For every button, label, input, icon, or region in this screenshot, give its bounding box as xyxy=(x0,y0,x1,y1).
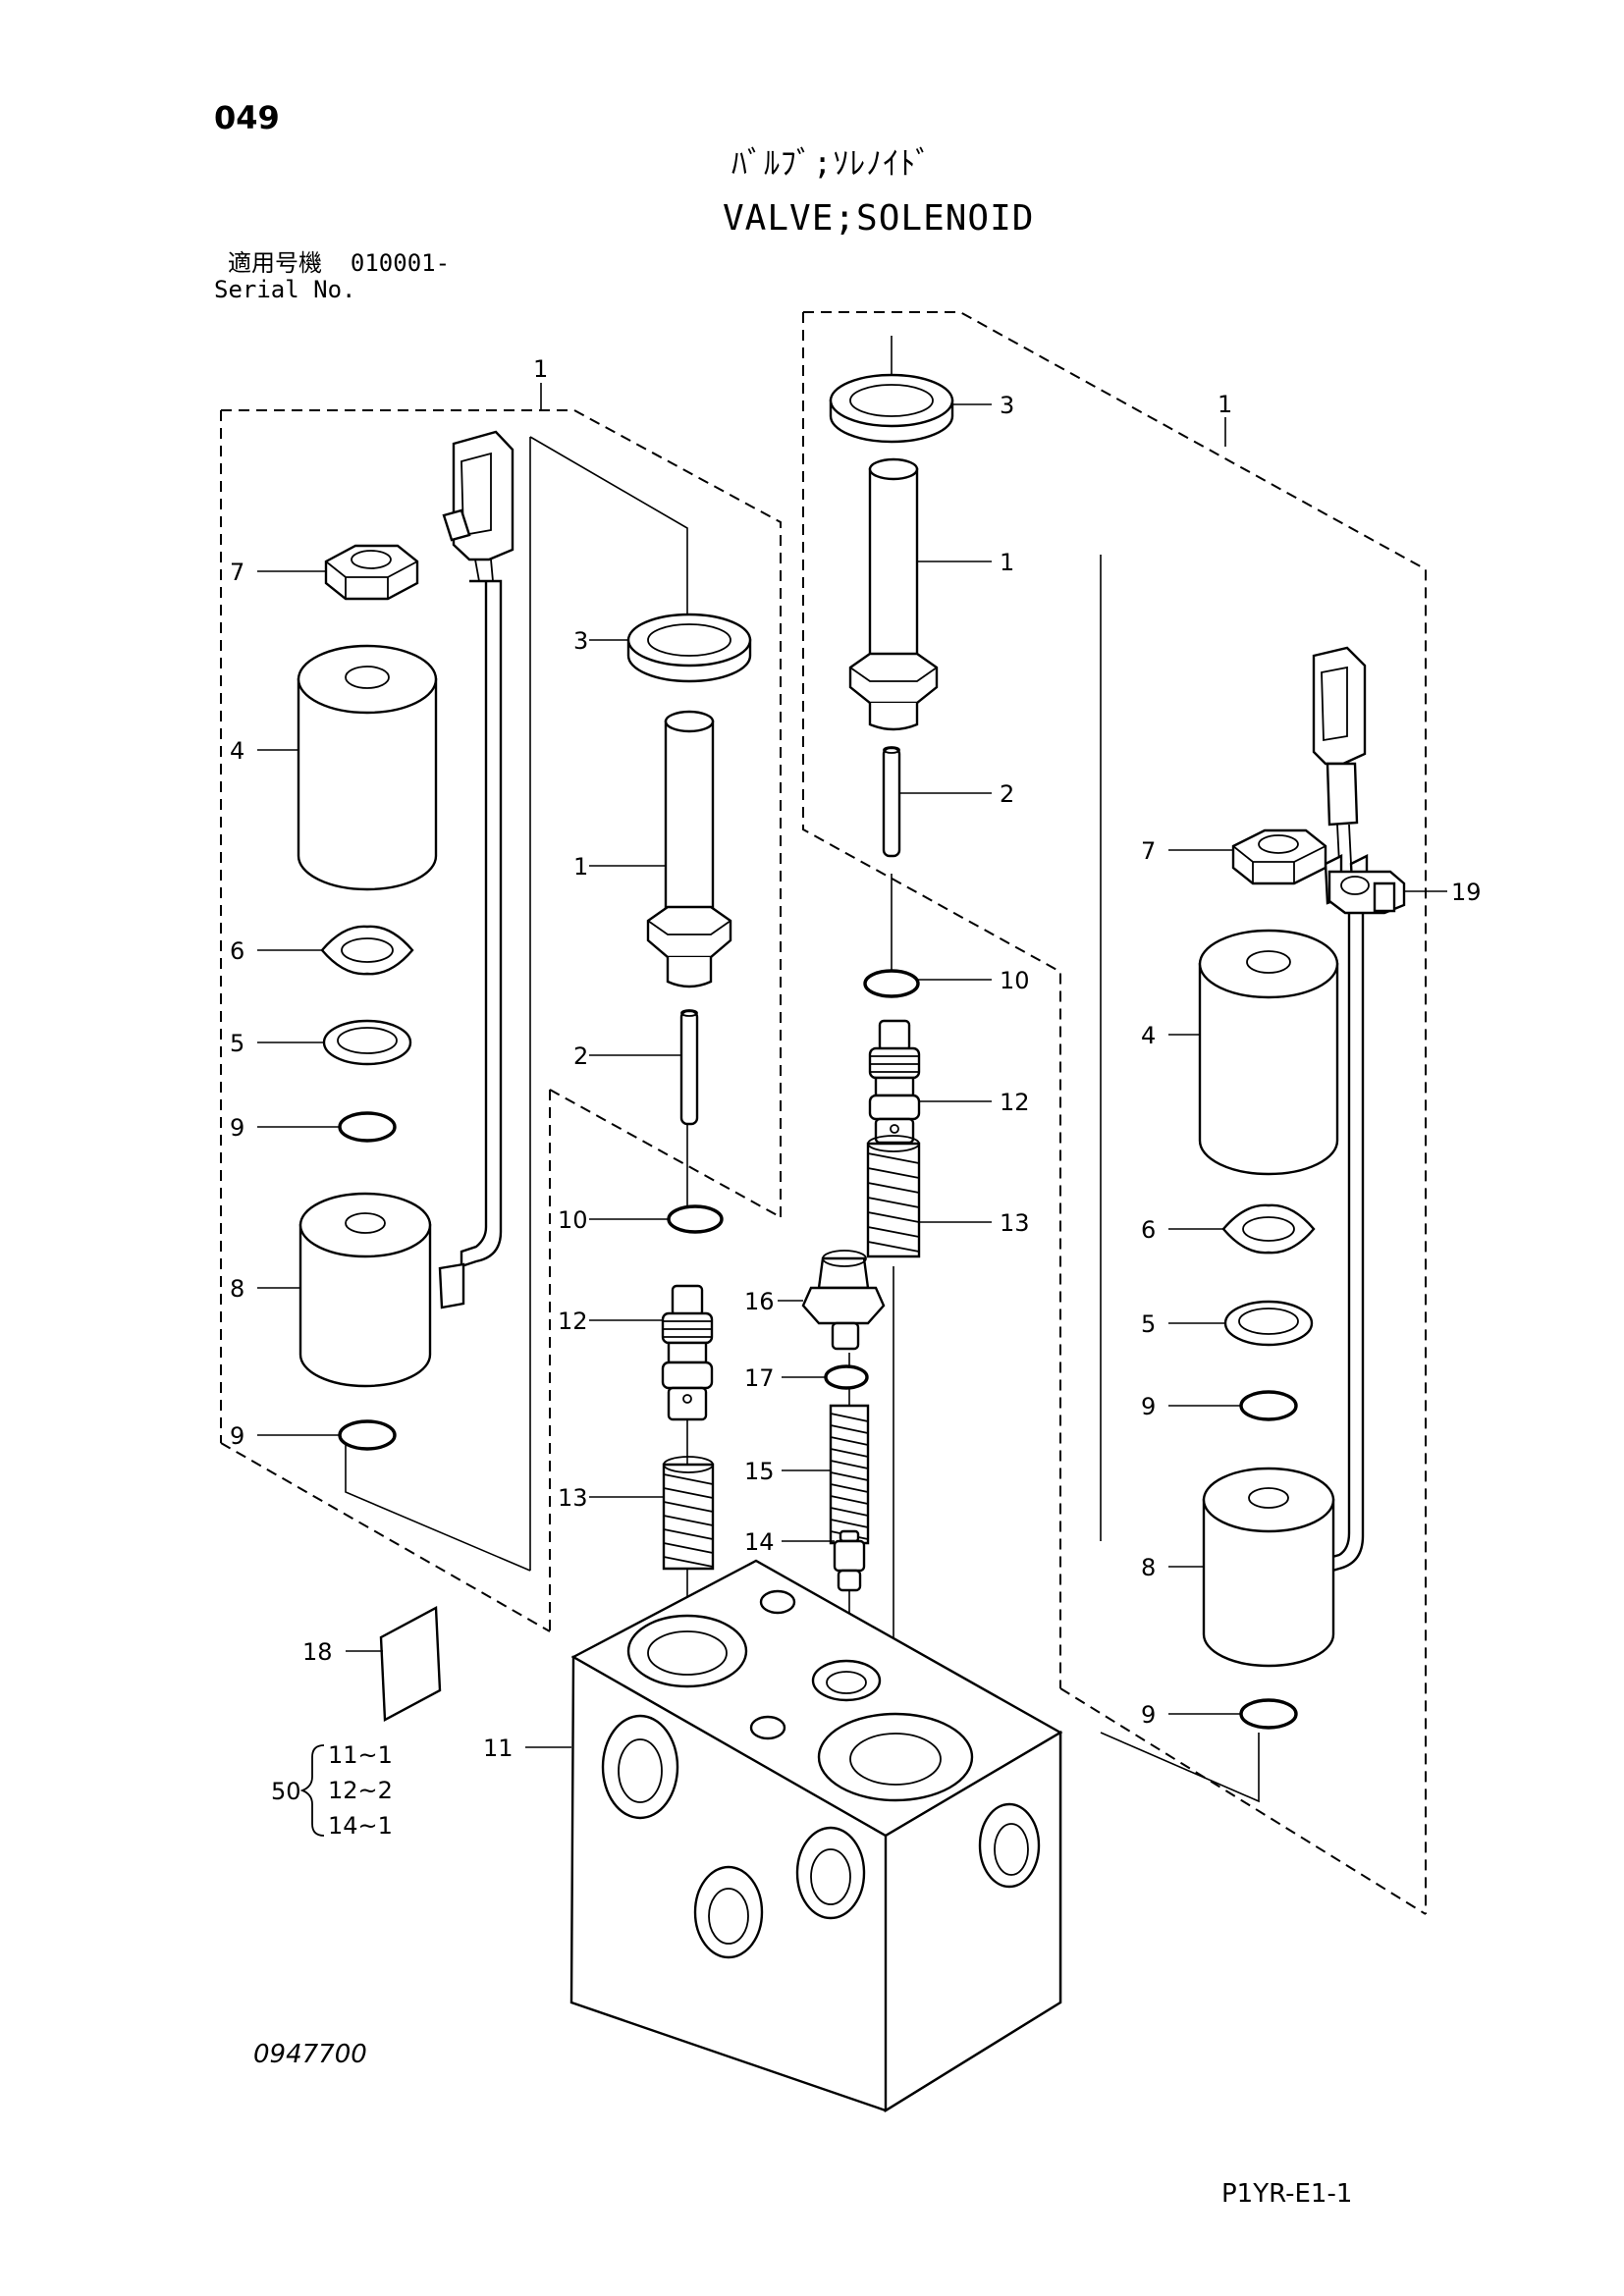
valve-body xyxy=(569,1559,1063,2113)
callout-right-spring: 13 xyxy=(1000,1209,1030,1237)
left-gasket xyxy=(320,925,414,976)
right-coil-connector xyxy=(1202,1467,1335,1668)
callout-left-o-ring-upper: 9 xyxy=(230,1114,244,1142)
left-pin xyxy=(679,1009,699,1126)
callout-right-o-ring-lower: 9 xyxy=(1141,1701,1156,1729)
right-seal-ring xyxy=(829,373,954,444)
serial-value: 010001- xyxy=(350,249,451,277)
callout-right-seal-ring: 3 xyxy=(1000,392,1014,419)
callout-poppet: 14 xyxy=(744,1528,775,1556)
callout-left-o-ring-lower: 9 xyxy=(230,1422,244,1450)
title-japanese: ﾊﾞﾙﾌﾞ;ｿﾚﾉｲﾄﾞ xyxy=(731,144,933,182)
right-spring xyxy=(866,1135,921,1258)
callout-right-coil: 4 xyxy=(1141,1022,1156,1049)
title-english: VALVE;SOLENOID xyxy=(723,198,1035,239)
left-spring xyxy=(662,1456,715,1571)
left-coil xyxy=(297,644,438,891)
callout-left-pin: 2 xyxy=(573,1042,588,1070)
left-hex-nut xyxy=(324,544,419,601)
right-o-ring-lower xyxy=(1239,1698,1298,1730)
group-frames xyxy=(220,311,1427,1915)
callout-right-o-ring-10: 10 xyxy=(1000,967,1030,994)
serial-label-english: Serial No. xyxy=(214,276,356,303)
o-ring-17 xyxy=(824,1364,869,1390)
right-solenoid-assembly xyxy=(829,373,1406,1730)
callout-plate: 18 xyxy=(302,1638,333,1666)
serial-label-japanese: 適用号機 xyxy=(228,249,322,277)
callout-left-coil-connector: 8 xyxy=(230,1275,244,1303)
callout-plug: 16 xyxy=(744,1288,775,1315)
callout-right-spool: 12 xyxy=(1000,1089,1030,1116)
right-coil xyxy=(1198,929,1339,1176)
callout-right-clamp: 19 xyxy=(1451,879,1482,906)
left-spool xyxy=(661,1284,714,1421)
callout-left-seal-ring: 3 xyxy=(573,627,588,655)
callout-left-washer: 5 xyxy=(230,1030,244,1057)
callout-right-pin: 2 xyxy=(1000,780,1014,808)
right-o-ring-upper xyxy=(1239,1390,1298,1421)
left-o-ring-lower xyxy=(338,1419,397,1451)
drawing-number: 0947700 xyxy=(253,2040,367,2069)
right-spool xyxy=(868,1019,921,1145)
plug xyxy=(801,1250,886,1351)
callout-o-ring-17: 17 xyxy=(744,1364,775,1392)
callout-body: 11 xyxy=(483,1735,514,1762)
serial-applicable-line: 適用号機 010001- xyxy=(228,251,450,275)
callout-left-spring: 13 xyxy=(558,1484,588,1512)
right-sleeve xyxy=(848,457,939,731)
right-washer xyxy=(1223,1300,1314,1347)
callout-left-spool: 12 xyxy=(558,1308,588,1335)
callout-kit-item-1: 11~1 xyxy=(328,1741,393,1769)
left-coil-connector xyxy=(298,1192,432,1388)
left-connector-cable xyxy=(438,430,514,1309)
poppet xyxy=(833,1529,866,1592)
callout-left-coil: 4 xyxy=(230,737,244,765)
center-valve-parts xyxy=(299,969,1063,2113)
callout-left-group: 1 xyxy=(533,355,548,383)
kit-brace xyxy=(299,1744,325,1837)
callout-right-o-ring-upper: 9 xyxy=(1141,1393,1156,1420)
callout-right-coil-connector: 8 xyxy=(1141,1554,1156,1581)
right-o-ring-10 xyxy=(863,969,920,998)
right-pin xyxy=(882,746,901,858)
name-plate xyxy=(379,1606,442,1722)
left-o-ring-10 xyxy=(667,1204,724,1234)
left-o-ring-upper xyxy=(338,1111,397,1143)
right-clamp xyxy=(1327,870,1406,915)
callout-right-gasket: 6 xyxy=(1141,1216,1156,1244)
right-gasket xyxy=(1221,1203,1316,1255)
callout-right-nut: 7 xyxy=(1141,837,1156,865)
callout-left-gasket: 6 xyxy=(230,937,244,965)
callout-kit-number: 50 xyxy=(271,1778,301,1805)
long-spring xyxy=(829,1404,870,1545)
callout-left-sleeve: 1 xyxy=(573,853,588,881)
left-seal-ring xyxy=(626,613,752,683)
reference-code: P1YR-E1-1 xyxy=(1221,2179,1353,2209)
left-washer xyxy=(322,1019,412,1066)
callout-long-spring: 15 xyxy=(744,1458,775,1485)
callout-kit-item-3: 14~1 xyxy=(328,1812,393,1840)
leader-lines xyxy=(257,383,1447,1748)
page-number: 049 xyxy=(214,99,280,136)
callout-kit-item-2: 12~2 xyxy=(328,1777,393,1804)
callout-right-group: 1 xyxy=(1218,391,1232,418)
left-solenoid-assembly xyxy=(297,430,752,1451)
callout-left-o-ring-10: 10 xyxy=(558,1206,588,1234)
right-hex-nut xyxy=(1231,828,1327,885)
callout-left-nut: 7 xyxy=(230,559,244,586)
callout-right-washer: 5 xyxy=(1141,1310,1156,1338)
callout-labels: 1 7 4 6 5 9 8 9 3 1 2 10 12 13 18 11 16 … xyxy=(230,355,1482,1840)
callout-right-sleeve: 1 xyxy=(1000,549,1014,576)
left-sleeve xyxy=(646,710,732,988)
